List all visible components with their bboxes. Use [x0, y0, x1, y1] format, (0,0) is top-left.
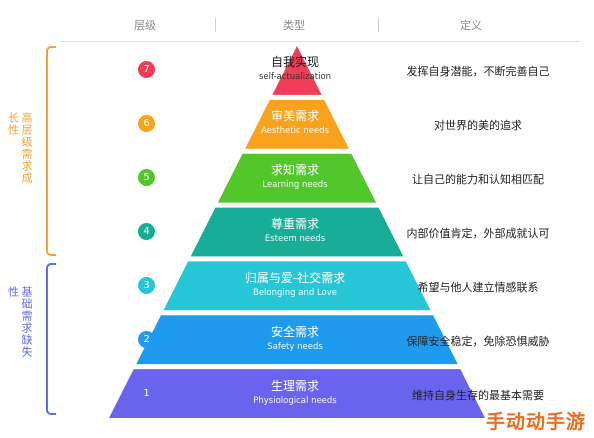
deficit-needs-bracket: [46, 263, 56, 415]
tier-number-badge: 5: [138, 169, 155, 187]
pyramid-tier: [190, 207, 404, 257]
tier-definition: 保障安全稳定，免除恐惧威胁: [406, 334, 550, 348]
header-separator: [215, 18, 216, 32]
tier-definition: 内部价值肯定，外部成就认可: [406, 227, 550, 240]
watermark-logo: 手动动手游: [485, 411, 586, 433]
tier-number-badge: 2: [138, 330, 155, 348]
tier-title: 生理需求: [270, 378, 319, 393]
header-divider: [60, 41, 580, 42]
header-level: 层级: [134, 19, 156, 32]
tier-english-name: Esteem needs: [264, 234, 326, 244]
pyramid-tier: [163, 261, 431, 311]
tier-number-badge: 6: [138, 115, 155, 133]
tier-english-name: Aesthetic needs: [260, 126, 329, 137]
deficit-needs-label: 基础需求缺失性: [6, 286, 34, 358]
pyramid-tier: [272, 46, 322, 95]
pyramid-tier: [109, 369, 485, 418]
tier-title: 自我实现: [270, 55, 319, 70]
tier-number-badge: 4: [138, 223, 155, 240]
pyramid-tier: [136, 315, 458, 365]
tier-english-name: Learning needs: [262, 180, 328, 191]
tier-title: 尊重需求: [270, 217, 319, 231]
tier-number-badge: 1: [138, 384, 155, 402]
pyramid-tier: [245, 99, 349, 149]
tier-definition: 发挥自身潜能，不断完善自己: [406, 65, 550, 79]
header-separator: [378, 18, 379, 32]
header-type: 类型: [283, 19, 305, 32]
tier-english-name: self-actualization: [258, 72, 332, 83]
tier-english-name: Safety needs: [267, 341, 323, 352]
tier-definition: 让自己的能力和认知相匹配: [412, 173, 544, 187]
tier-title: 安全需求: [270, 324, 319, 339]
tier-title: 求知需求: [270, 163, 319, 178]
header-definition: 定义: [460, 19, 482, 32]
tier-number-badge: 3: [138, 276, 155, 294]
tier-title: 审美需求: [270, 109, 319, 124]
tier-definition: 对世界的美的追求: [434, 119, 522, 133]
tier-english-name: Belonging and Love: [253, 287, 337, 298]
tier-definition: 希望与他人建立情感联系: [417, 280, 539, 294]
growth-needs-label: 高层级需求成长性: [6, 112, 34, 184]
tier-title: 归属与爱-社交需求: [244, 270, 346, 285]
pyramid-tier: [217, 153, 377, 203]
tier-number-badge: 7: [138, 61, 155, 79]
tier-english-name: Physiological needs: [253, 395, 337, 406]
tier-definition: 维持自身生存的最基本需要: [412, 388, 544, 402]
growth-needs-bracket: [46, 46, 56, 256]
